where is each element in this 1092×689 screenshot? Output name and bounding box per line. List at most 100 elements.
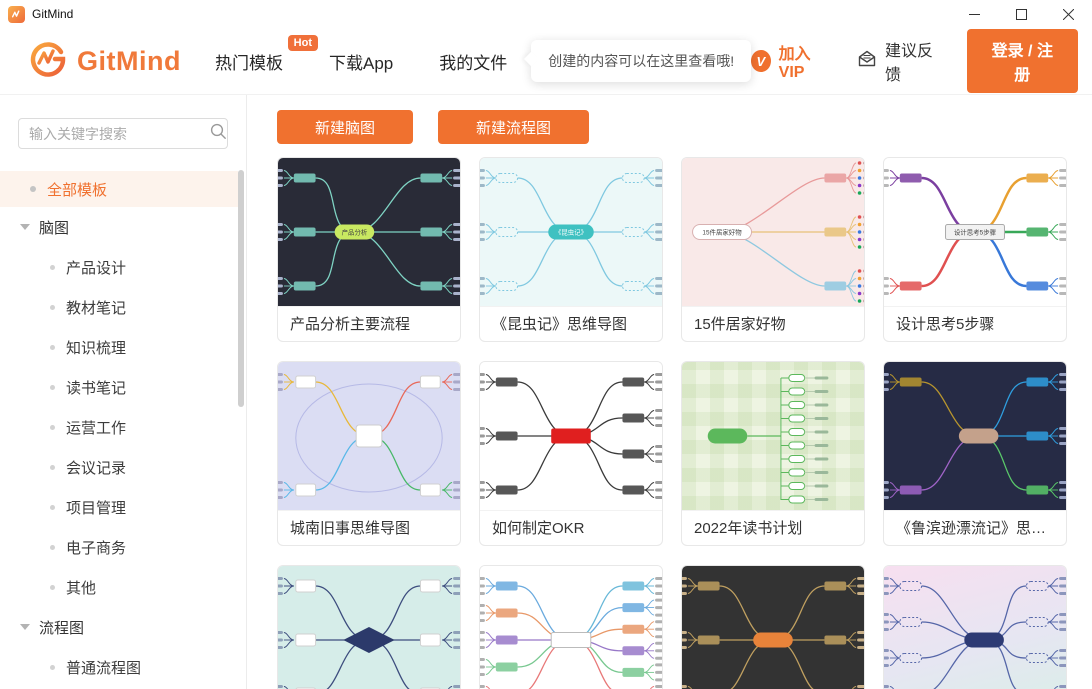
sidebar-item-others[interactable]: 其他 (0, 567, 246, 607)
sidebar-item-label: 产品设计 (66, 259, 127, 277)
sidebar-item-label: 脑图 (39, 219, 70, 237)
template-card-6[interactable]: 如何制定OKR (479, 361, 663, 546)
search-icon[interactable] (210, 123, 227, 145)
template-card-5[interactable]: 城南旧事思维导图 (277, 361, 461, 546)
svg-text:产品分析: 产品分析 (342, 227, 368, 236)
feedback-label: 建议反馈 (884, 43, 933, 84)
sidebar-item-flowchart-group[interactable]: 流程图 (0, 607, 246, 647)
login-register-button[interactable]: 登录 / 注册 (966, 29, 1078, 93)
feedback-mail-icon (857, 50, 877, 72)
sidebar-item-project-mgmt[interactable]: 项目管理 (0, 487, 246, 527)
template-card-9[interactable] (277, 565, 461, 689)
window-title: GitMind (32, 7, 74, 21)
template-card-title: 《鲁滨逊漂流记》思维... (884, 510, 1066, 545)
sidebar-item-label: 全部模板 (47, 181, 108, 199)
svg-text:《昆虫记》: 《昆虫记》 (555, 227, 587, 236)
bullet-dot-icon (50, 424, 55, 430)
template-card-title: 如何制定OKR (480, 510, 662, 545)
template-thumbnail (278, 566, 460, 689)
bullet-dot-icon (50, 504, 55, 510)
feedback-button[interactable]: 建议反馈 (857, 37, 940, 85)
template-card-7[interactable]: 2022年读书计划 (681, 361, 865, 546)
app-icon (8, 5, 25, 23)
minimize-button[interactable] (951, 0, 998, 28)
template-card-8[interactable]: 《鲁滨逊漂流记》思维... (883, 361, 1067, 546)
template-card-title: 2022年读书计划 (682, 510, 864, 545)
brand-name: GitMind (77, 45, 181, 76)
search-box[interactable] (18, 118, 228, 149)
new-mindmap-button[interactable]: 新建脑图 (277, 110, 414, 144)
sidebar-item-label: 流程图 (39, 619, 85, 637)
sidebar-item-label: 读书笔记 (66, 379, 127, 397)
new-flowchart-button[interactable]: 新建流程图 (438, 110, 590, 144)
close-button[interactable] (1045, 0, 1092, 28)
template-card-1[interactable]: 产品分析产品分析主要流程 (277, 157, 461, 342)
svg-text:设计思考5步骤: 设计思考5步骤 (954, 227, 997, 236)
sidebar-item-label: 普通流程图 (66, 659, 142, 677)
search-input[interactable] (29, 125, 210, 142)
sidebar-item-label: 知识梳理 (66, 339, 127, 357)
template-card-2[interactable]: 《昆虫记》《昆虫记》思维导图 (479, 157, 663, 342)
template-thumbnail: 15件居家好物 (682, 158, 864, 306)
template-card-title: 设计思考5步骤 (884, 306, 1066, 341)
sidebar-item-label: 项目管理 (66, 499, 127, 517)
sidebar-item-basic-flowchart[interactable]: 普通流程图 (0, 647, 246, 687)
nav-item-download-app[interactable]: 下载App (329, 49, 393, 74)
template-thumbnail: 设计思考5步骤 (884, 158, 1066, 306)
sidebar-item-textbook-notes[interactable]: 教材笔记 (0, 287, 246, 327)
template-thumbnail (884, 362, 1066, 510)
template-card-title: 《昆虫记》思维导图 (480, 306, 662, 341)
template-thumbnail (480, 566, 662, 689)
gitmind-logo[interactable]: GitMind (28, 39, 181, 84)
caret-down-icon (20, 224, 30, 230)
sidebar-item-label: 电子商务 (66, 539, 127, 557)
bullet-dot-icon (50, 344, 55, 350)
nav-item-label: 我的文件 (439, 53, 508, 73)
template-thumbnail (480, 362, 662, 510)
sidebar-item-operation-work[interactable]: 运营工作 (0, 407, 246, 447)
sidebar-menu: 全部模板脑图产品设计教材笔记知识梳理读书笔记运营工作会议记录项目管理电子商务其他… (0, 171, 246, 687)
nav-item-label: 下载App (328, 53, 394, 73)
sidebar-item-reading-notes[interactable]: 读书笔记 (0, 367, 246, 407)
template-thumbnail (682, 362, 864, 510)
maximize-button[interactable] (998, 0, 1045, 28)
bullet-dot-icon (50, 384, 55, 390)
template-card-12[interactable] (883, 565, 1067, 689)
bullet-dot-icon (50, 664, 55, 670)
sidebar-item-all-templates[interactable]: 全部模板 (0, 171, 238, 207)
template-thumbnail (278, 362, 460, 510)
sidebar-item-label: 会议记录 (66, 459, 127, 477)
sidebar-item-product-design[interactable]: 产品设计 (0, 247, 246, 287)
bullet-dot-icon (50, 264, 55, 270)
template-thumbnail (884, 566, 1066, 689)
sidebar-item-meeting-notes[interactable]: 会议记录 (0, 447, 246, 487)
sidebar-scrollbar[interactable] (238, 170, 244, 407)
template-card-title: 城南旧事思维导图 (278, 510, 460, 545)
tooltip-text: 创建的内容可以在这里查看哦! (548, 53, 735, 69)
gitmind-logo-icon (28, 39, 68, 84)
template-card-4[interactable]: 设计思考5步骤设计思考5步骤 (883, 157, 1067, 342)
sidebar-item-ecommerce[interactable]: 电子商务 (0, 527, 246, 567)
bullet-dot-icon (30, 186, 36, 192)
template-card-11[interactable] (681, 565, 865, 689)
my-files-tooltip: 创建的内容可以在这里查看哦! (524, 40, 752, 82)
svg-text:15件居家好物: 15件居家好物 (702, 227, 742, 236)
sidebar-item-label: 运营工作 (66, 419, 127, 437)
join-vip-button[interactable]: V 加入VIP (751, 40, 830, 82)
sidebar-item-label: 其他 (66, 579, 97, 597)
bullet-dot-icon (50, 464, 55, 470)
nav-item-my-files[interactable]: 我的文件 (439, 49, 507, 74)
hot-badge: Hot (287, 34, 318, 51)
template-card-10[interactable] (479, 565, 663, 689)
sidebar-item-mindmap-group[interactable]: 脑图 (0, 207, 246, 247)
sidebar-item-knowledge[interactable]: 知识梳理 (0, 327, 246, 367)
join-vip-label: 加入VIP (778, 46, 811, 81)
bullet-dot-icon (50, 544, 55, 550)
caret-down-icon (20, 624, 30, 630)
